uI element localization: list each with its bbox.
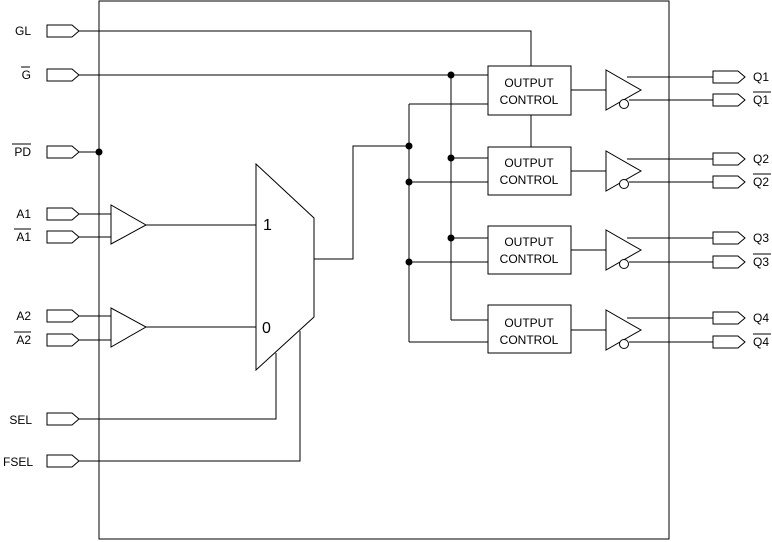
pin-q1-bar xyxy=(712,93,746,107)
pin-label-q2: Q2 xyxy=(753,152,769,166)
junction-g-3 xyxy=(447,234,455,242)
junction-clock-2 xyxy=(405,178,413,186)
chip-outline xyxy=(98,0,670,540)
junction-clock-3 xyxy=(405,258,413,266)
output-control-4-line2: CONTROL xyxy=(500,333,559,347)
inverter-bubble-2 xyxy=(619,179,629,189)
pin-label-q3: Q3 xyxy=(753,231,769,245)
pin-q2-bar xyxy=(712,175,746,189)
pin-q1 xyxy=(712,70,746,84)
wire-fsel xyxy=(79,331,301,462)
pin-a2 xyxy=(46,309,80,323)
junction-g-2 xyxy=(447,154,455,162)
pin-label-g: G xyxy=(22,68,31,82)
pin-pd xyxy=(46,145,80,159)
pin-gl xyxy=(46,24,80,38)
output-control-1-line1: OUTPUT xyxy=(504,76,554,90)
junction-g-1 xyxy=(447,71,455,79)
pin-fsel xyxy=(46,454,80,468)
wire-gl xyxy=(79,30,532,66)
pin-a1 xyxy=(46,207,80,221)
mux-input-0-label: 0 xyxy=(262,320,271,337)
mux-input-1-label: 1 xyxy=(263,217,272,234)
pin-label-fsel: FSEL xyxy=(3,455,33,469)
output-control-3-line2: CONTROL xyxy=(500,252,559,266)
pin-a2-bar xyxy=(46,333,80,347)
pin-q4-bar xyxy=(712,335,746,349)
pin-a1-bar xyxy=(46,230,80,244)
pin-sel xyxy=(46,412,80,426)
pin-label-a1-bar: A1 xyxy=(16,230,31,244)
pin-label-q4: Q4 xyxy=(753,311,769,325)
pin-label-gl: GL xyxy=(15,24,31,38)
receiver-a2 xyxy=(110,307,148,348)
output-control-1-line2: CONTROL xyxy=(500,93,559,107)
pin-g xyxy=(46,68,80,82)
pin-label-pd: PD xyxy=(14,145,31,159)
output-control-1 xyxy=(487,65,572,116)
pin-label-a2: A2 xyxy=(16,309,31,323)
pin-q3 xyxy=(712,231,746,245)
pin-label-q3-bar: Q3 xyxy=(753,255,769,269)
receiver-a1 xyxy=(110,204,148,245)
output-control-4 xyxy=(487,304,572,354)
wire-mux-out xyxy=(314,145,409,260)
pin-label-q1-bar: Q1 xyxy=(753,93,769,107)
pin-q3-bar xyxy=(712,255,746,269)
junction-pd xyxy=(95,148,103,156)
pin-label-q2-bar: Q2 xyxy=(753,175,769,189)
inverter-bubble-1 xyxy=(619,99,629,109)
output-control-4-line1: OUTPUT xyxy=(504,316,554,330)
inverter-bubble-4 xyxy=(619,339,629,349)
output-control-2 xyxy=(487,146,572,196)
pin-q4 xyxy=(712,311,746,325)
output-control-3 xyxy=(487,225,572,275)
pin-q2 xyxy=(712,152,746,166)
output-control-2-line1: OUTPUT xyxy=(504,156,554,170)
pin-label-sel: SEL xyxy=(9,413,32,427)
pin-label-a2-bar: A2 xyxy=(16,333,31,347)
inverter-bubble-3 xyxy=(619,259,629,269)
wire-sel xyxy=(79,353,277,420)
pin-label-a1: A1 xyxy=(16,207,31,221)
multiplexer xyxy=(255,162,315,372)
junction-clock-main xyxy=(405,142,413,150)
pin-label-q4-bar: Q4 xyxy=(753,335,769,349)
output-control-2-line2: CONTROL xyxy=(500,173,559,187)
output-control-3-line1: OUTPUT xyxy=(504,235,554,249)
pin-label-q1: Q1 xyxy=(753,70,769,84)
